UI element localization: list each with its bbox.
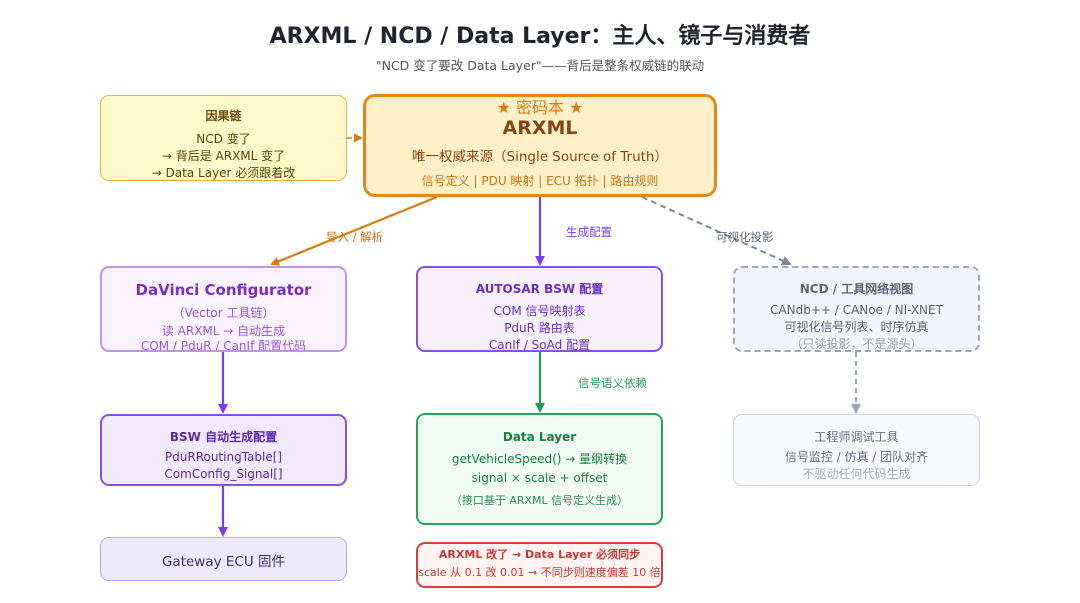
bsw-config-line: PduR 路由表 xyxy=(504,321,575,335)
causal-chain-line: → 背后是 ARXML 变了 xyxy=(161,149,286,163)
bsw-gen-title: BSW 自动生成配置 xyxy=(169,430,278,444)
edge-label-import-parse: 导入 / 解析 xyxy=(326,230,384,244)
arxml-name: ARXML xyxy=(502,117,578,139)
gateway-title: Gateway ECU 固件 xyxy=(161,554,286,570)
bsw-config-title: AUTOSAR BSW 配置 xyxy=(475,282,604,296)
warning-title: ARXML 改了 → Data Layer 必须同步 xyxy=(438,548,641,561)
bsw-gen-line: ComConfig_Signal[] xyxy=(164,467,283,481)
gateway-ecu-firmware-box: Gateway ECU 固件 xyxy=(100,537,347,581)
ncd-line: 可视化信号列表、时序仿真 xyxy=(784,320,929,334)
ncd-title: NCD / 工具网络视图 xyxy=(799,282,914,296)
bsw-gen-line: PduRRoutingTable[] xyxy=(164,450,283,464)
engineer-debug-tool-box: 工程师调试工具 信号监控 / 仿真 / 团队对齐 不驱动任何代码生成 xyxy=(733,414,980,486)
eng-tool-line: 信号监控 / 仿真 / 团队对齐 xyxy=(784,450,929,464)
ncd-line: （只读投影，不是源头） xyxy=(790,337,923,351)
autosar-bsw-config-box: AUTOSAR BSW 配置 COM 信号映射表 PduR 路由表 CanIf … xyxy=(416,266,663,352)
arxml-tags: 信号定义 | PDU 映射 | ECU 拓扑 | 路由规则 xyxy=(421,174,659,188)
edge-label-signal-semantics: 信号语义依赖 xyxy=(578,376,647,390)
causal-chain-line: → Data Layer 必须跟着改 xyxy=(151,166,296,180)
page-title: ARXML / NCD / Data Layer：主人、镜子与消费者 xyxy=(269,24,811,49)
codebook-badge: ★ 密码本 ★ xyxy=(496,98,584,117)
bsw-config-line: CanIf / SoAd 配置 xyxy=(488,338,591,352)
arxml-source-box: ★ 密码本 ★ ARXML 唯一权威来源（Single Source of Tr… xyxy=(363,94,717,197)
edge-label-generate-config: 生成配置 xyxy=(566,225,612,239)
causal-chain-title: 因果链 xyxy=(205,109,242,123)
edge-label-visual-projection: 可视化投影 xyxy=(716,230,774,244)
davinci-subtitle: （Vector 工具链） xyxy=(172,306,275,320)
arxml-description: 唯一权威来源（Single Source of Truth） xyxy=(412,149,668,165)
ncd-line: CANdb++ / CANoe / NI-XNET xyxy=(770,303,943,317)
arrow-arxml-to-ncd xyxy=(641,196,792,266)
davinci-title: DaVinci Configurator xyxy=(135,281,312,299)
ncd-network-view-box: NCD / 工具网络视图 CANdb++ / CANoe / NI-XNET 可… xyxy=(733,266,980,352)
data-layer-line: getVehicleSpeed() → 量纲转换 xyxy=(451,452,628,466)
page-subtitle: "NCD 变了要改 Data Layer"——背后是整条权威链的联动 xyxy=(375,58,705,73)
arrow-arxml-to-davinci xyxy=(270,195,438,266)
data-layer-note: （接口基于 ARXML 信号定义生成） xyxy=(450,494,629,507)
warning-detail: scale 从 0.1 改 0.01 → 不同步则速度偏差 10 倍 xyxy=(418,566,661,579)
data-layer-box: Data Layer getVehicleSpeed() → 量纲转换 sign… xyxy=(416,413,663,525)
davinci-configurator-box: DaVinci Configurator （Vector 工具链） 读 ARXM… xyxy=(100,266,347,352)
davinci-line: 读 ARXML → 自动生成 xyxy=(161,324,286,338)
bsw-config-line: COM 信号映射表 xyxy=(493,304,586,318)
sync-warning-box: ARXML 改了 → Data Layer 必须同步 scale 从 0.1 改… xyxy=(416,542,663,588)
eng-tool-line: 不驱动任何代码生成 xyxy=(802,467,911,481)
data-layer-line: signal × scale + offset xyxy=(471,471,608,485)
davinci-line: COM / PduR / CanIf 配置代码 xyxy=(140,339,307,352)
causal-chain-box: 因果链 NCD 变了 → 背后是 ARXML 变了 → Data Layer 必… xyxy=(100,95,347,181)
data-layer-title: Data Layer xyxy=(502,430,577,444)
eng-tool-title: 工程师调试工具 xyxy=(814,430,899,444)
bsw-auto-generated-config-box: BSW 自动生成配置 PduRRoutingTable[] ComConfig_… xyxy=(100,414,347,486)
causal-chain-line: NCD 变了 xyxy=(196,132,251,146)
